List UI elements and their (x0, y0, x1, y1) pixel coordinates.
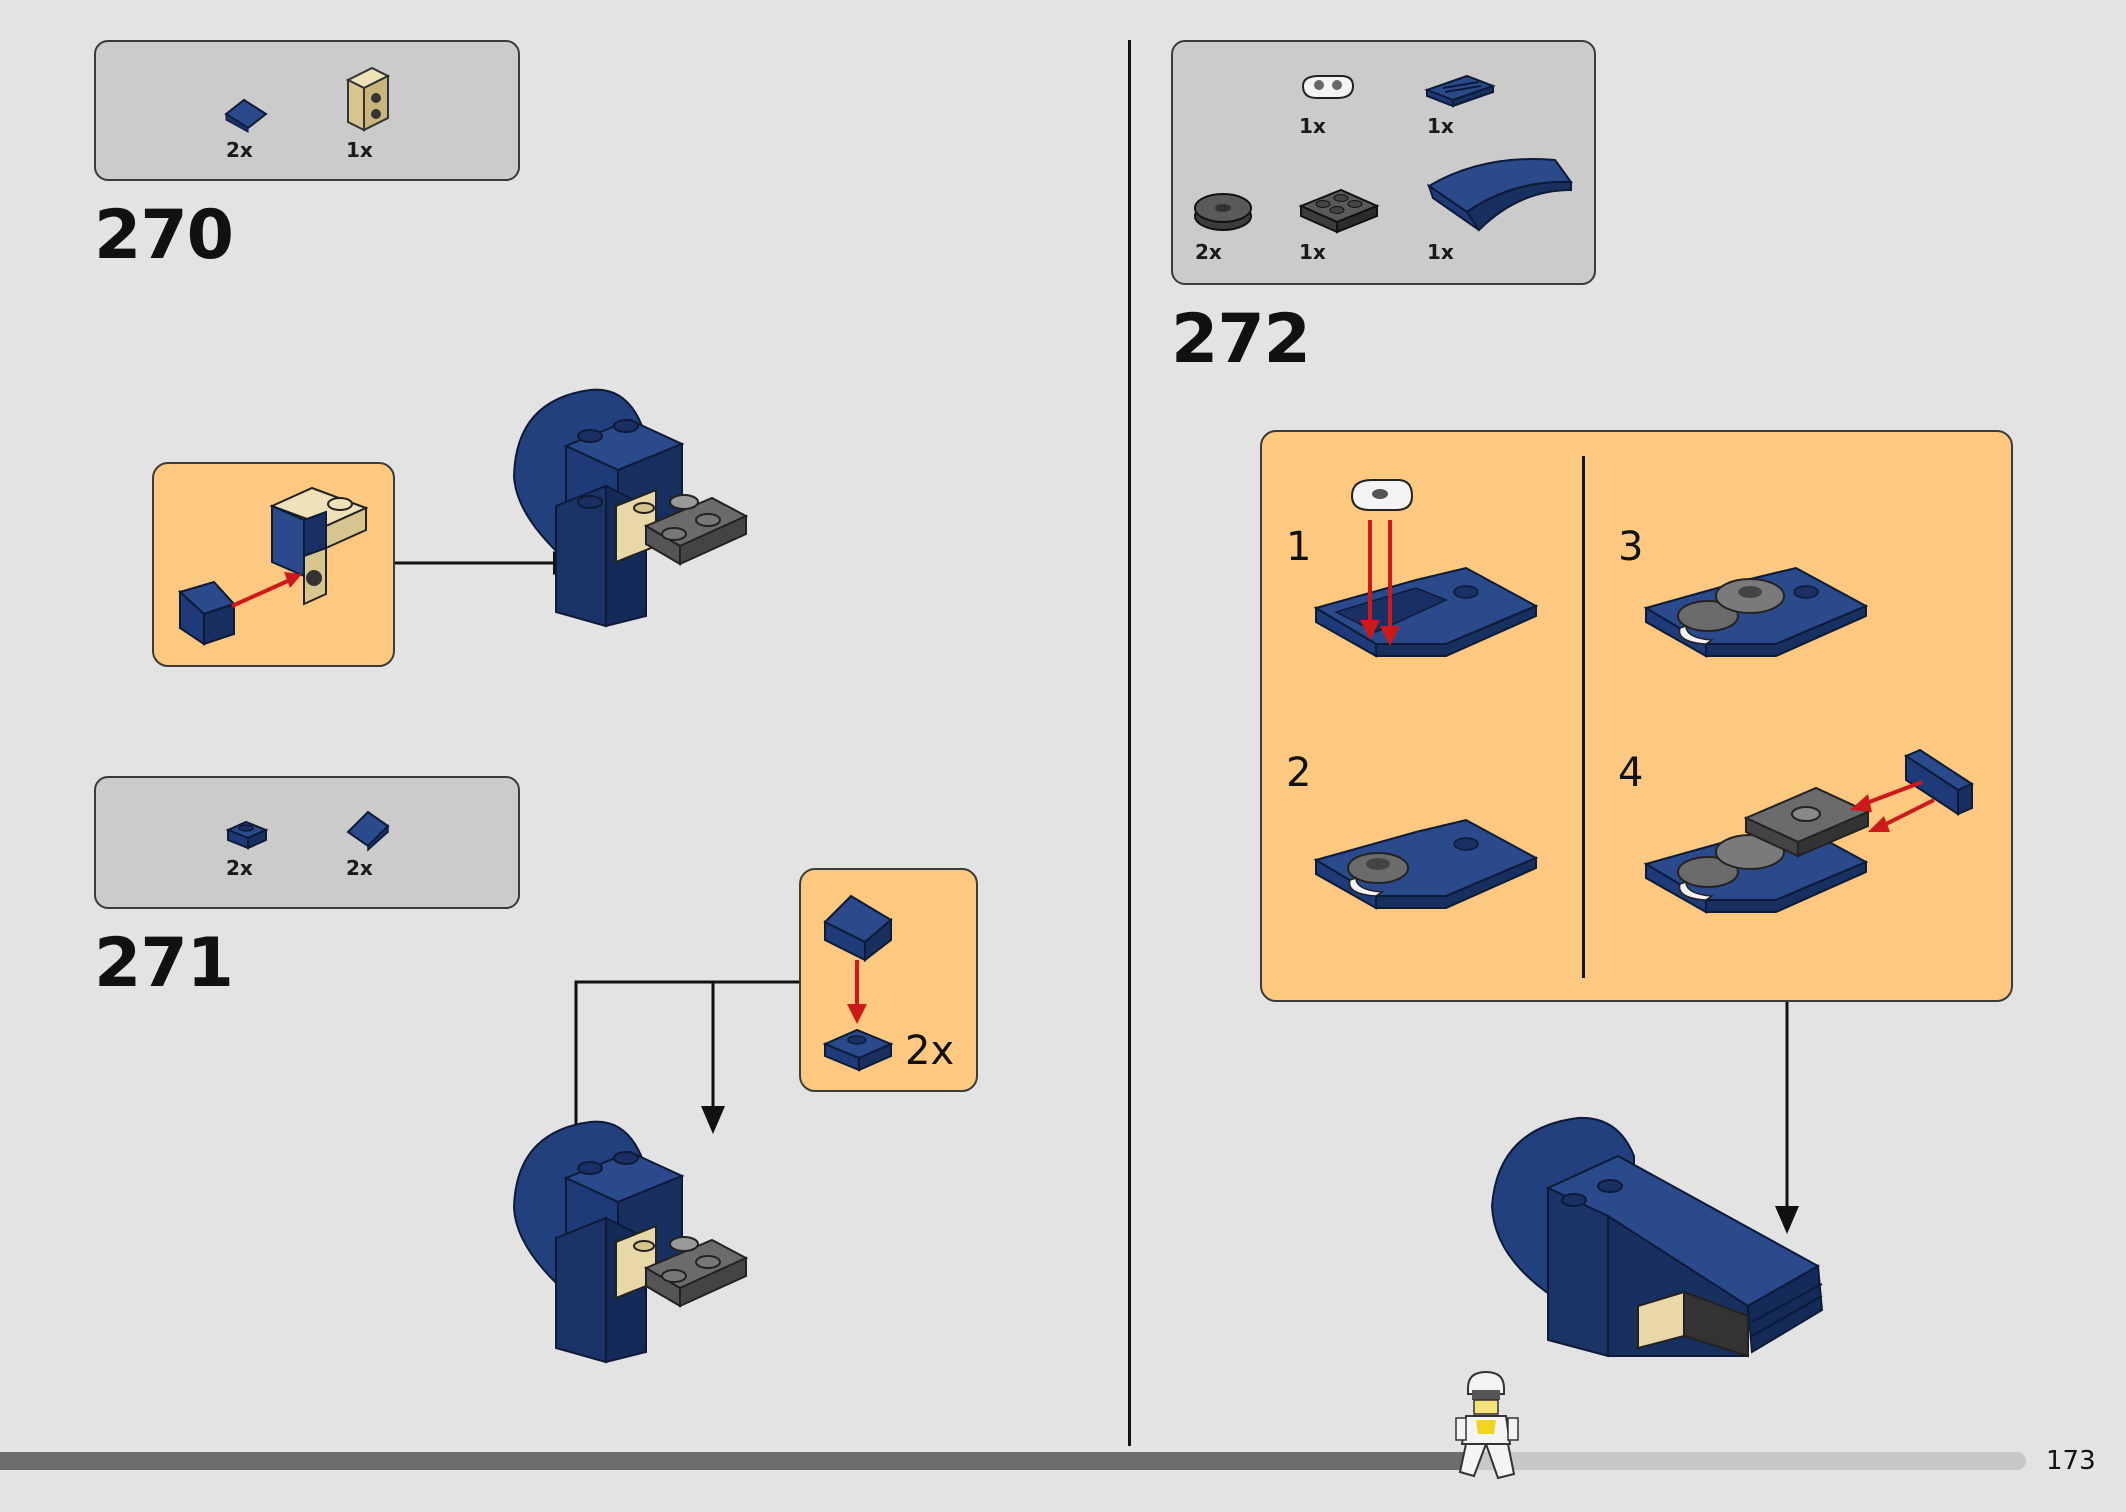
callout-quantity: 2x (905, 1028, 955, 1074)
substep-3-diagram (1643, 566, 1869, 658)
parts-list-box: 2x 1x (94, 40, 520, 181)
parts-list-box: 1x 1x 2x 1x 1x (1171, 40, 1596, 285)
white-plate-icon (1301, 75, 1355, 99)
gray-round-plate-icon (1194, 193, 1252, 231)
connector-arrow (1775, 1002, 1799, 1234)
model-assembly-271 (512, 1120, 749, 1364)
substep-number: 3 (1618, 524, 1644, 570)
part-qty: 1x (1299, 114, 1326, 138)
progress-fill (0, 1452, 1469, 1470)
progress-track (0, 1452, 2026, 1470)
substep-number: 1 (1286, 524, 1312, 570)
parts-list-box: 2x 2x (94, 776, 520, 909)
sub-assembly-diagram (178, 486, 369, 646)
tan-bracket-brick-icon (345, 66, 391, 132)
substep-4-diagram (1643, 748, 1975, 914)
page-number: 173 (2046, 1446, 2096, 1476)
part-qty: 1x (1299, 240, 1326, 264)
gray-plate-icon (1298, 188, 1380, 234)
step-number: 272 (1171, 300, 1311, 379)
step-number: 270 (94, 196, 234, 275)
model-assembly-272 (1490, 1116, 1824, 1358)
blue-curved-wedge-icon (1427, 158, 1574, 232)
part-qty: 2x (1195, 240, 1222, 264)
part-qty: 1x (1427, 240, 1454, 264)
substep-number: 2 (1286, 750, 1312, 796)
sub-assembly-callout (152, 462, 395, 667)
part-qty: 2x (226, 138, 253, 162)
substep-1-diagram (1313, 479, 1539, 658)
callout-divider (1582, 456, 1585, 978)
model-assembly-270 (512, 388, 749, 628)
part-qty: 2x (226, 856, 253, 880)
substep-2-diagram (1313, 818, 1539, 910)
sub-assembly-callout: 2x (799, 868, 978, 1092)
blue-slope-brick-icon (346, 810, 390, 852)
page-divider (1128, 40, 1131, 1446)
blue-round-plate-icon (225, 820, 269, 850)
part-qty: 2x (346, 856, 373, 880)
blue-slope-brick-icon (224, 98, 268, 133)
blue-grille-tile-icon (1424, 74, 1496, 108)
substep-number: 4 (1618, 750, 1644, 796)
minifigure-mascot-icon (1455, 1370, 1519, 1480)
part-qty: 1x (346, 138, 373, 162)
step-number: 271 (94, 924, 234, 1003)
sub-assembly-diagram (822, 894, 894, 1072)
sub-steps-callout: 1 2 3 4 (1260, 430, 2013, 1002)
part-qty: 1x (1427, 114, 1454, 138)
